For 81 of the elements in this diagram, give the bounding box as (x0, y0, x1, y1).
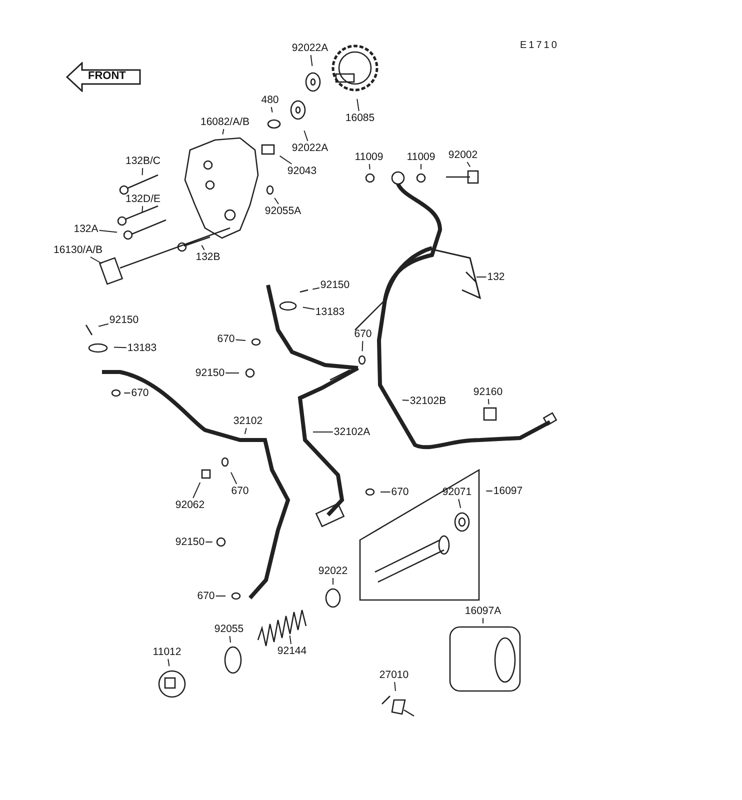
leader-line (362, 340, 364, 352)
leader-line (168, 658, 170, 667)
callout-number: 92150 (195, 367, 225, 379)
leader-line (229, 636, 231, 644)
callout-number: 92043 (287, 165, 317, 177)
leader-line (368, 164, 370, 170)
leader-line (476, 276, 487, 278)
leader-line (192, 482, 201, 498)
callout-number: 92150 (109, 314, 139, 326)
leader-line (279, 155, 292, 164)
callout-number: 13183 (315, 306, 345, 318)
front-arrow-sign (66, 62, 142, 92)
leader-line (124, 392, 131, 394)
callout-number: 92150 (320, 279, 350, 291)
callout-number: 670 (231, 485, 249, 497)
callout-number: 32102A (334, 426, 370, 438)
callout-number: 32102 (233, 415, 263, 427)
callout-number: 670 (217, 333, 235, 345)
callout-number: 16085 (345, 112, 375, 124)
callout-number: 92150 (175, 536, 205, 548)
callout-number: 92144 (277, 645, 307, 657)
leader-line (274, 198, 279, 204)
leader-line (114, 346, 127, 348)
callout-number: 132 (487, 271, 505, 283)
leader-line (458, 498, 462, 508)
callout-number: 92062 (175, 499, 205, 511)
leader-line (270, 106, 273, 113)
leader-line (289, 635, 292, 644)
leader-line (420, 164, 422, 170)
leader-line (310, 54, 313, 66)
callout-number: 32102B (410, 395, 446, 407)
leader-line (302, 306, 315, 310)
callout-number: 670 (354, 328, 372, 340)
leader-line (142, 168, 144, 176)
leader-line (332, 578, 334, 586)
callout-number: 11009 (354, 151, 384, 163)
callout-number: 16082/A/B (200, 116, 250, 128)
callout-number: 92022A (292, 42, 328, 54)
leader-line (482, 618, 484, 624)
leader-line (466, 162, 471, 168)
callout-number: 480 (261, 94, 279, 106)
callout-number: 11009 (406, 151, 436, 163)
callout-number: 670 (131, 387, 149, 399)
leader-line (90, 256, 102, 264)
callout-number: 132B (196, 251, 220, 263)
callout-number: 11012 (152, 646, 182, 658)
leader-line (356, 98, 360, 112)
callout-number: 132B/C (125, 155, 161, 167)
callout-number: 92022 (318, 565, 348, 577)
callout-number: 16097 (493, 485, 523, 497)
leader-line (222, 128, 224, 135)
leader-line (394, 682, 396, 692)
callout-number: 670 (391, 486, 409, 498)
callout-number: 92002 (448, 149, 478, 161)
direction-label: FRONT (88, 70, 126, 82)
leader-line (201, 244, 205, 250)
leader-line (244, 428, 247, 434)
leader-line (235, 339, 246, 341)
callout-number: 132D/E (125, 193, 161, 205)
leader-line (230, 472, 238, 484)
callout-number: 132A (74, 223, 98, 235)
leader-line (488, 398, 490, 405)
callout-number: 92160 (473, 386, 503, 398)
callout-number: 92055 (214, 623, 244, 635)
callout-number: 670 (197, 590, 215, 602)
callout-number: 16097A (464, 605, 502, 617)
leader-line (225, 372, 240, 374)
leader-line (98, 230, 118, 233)
callout-number: 16130/A/B (53, 244, 103, 256)
callout-number: 27010 (379, 669, 409, 681)
leader-line (304, 130, 308, 142)
leader-line (98, 323, 109, 327)
leader-line (312, 287, 320, 290)
leader-line (142, 206, 144, 214)
callout-number: 13183 (127, 342, 157, 354)
leader-line (402, 400, 410, 401)
callout-number: 92055A (264, 205, 302, 217)
callout-number: 92071 (442, 486, 472, 498)
drawing-code: E1710 (520, 40, 559, 51)
callout-number: 92022A (292, 142, 328, 154)
leader-line (486, 490, 493, 492)
